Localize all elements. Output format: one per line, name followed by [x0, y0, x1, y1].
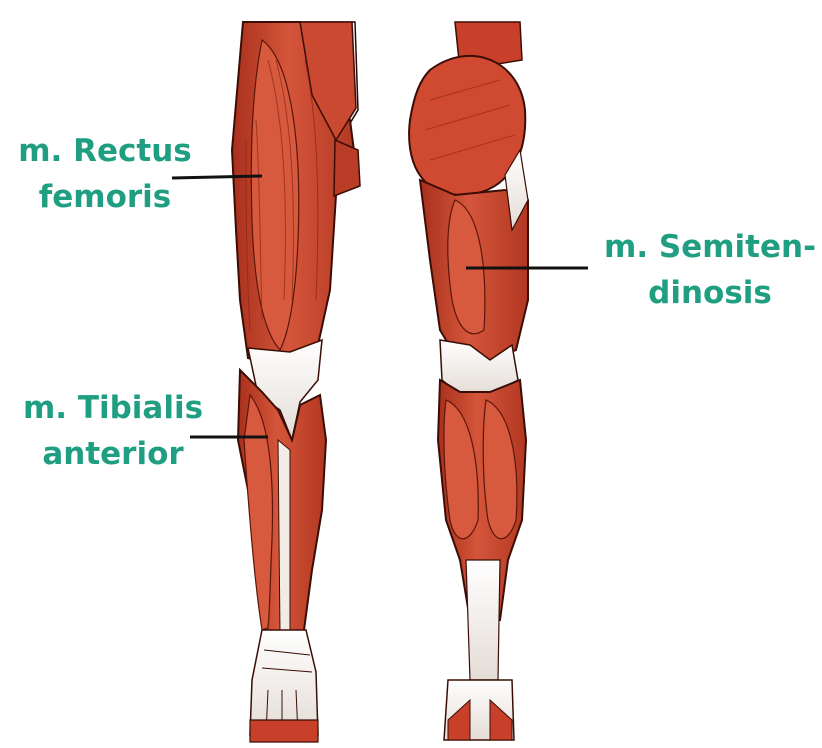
label-semitendinosis-line2: dinosis [604, 270, 816, 316]
front-sartorius [334, 140, 360, 196]
front-foot [250, 630, 318, 735]
label-rectus-femoris-line2: femoris [14, 174, 196, 220]
label-tibialis-anterior: m. Tibialis anterior [20, 385, 206, 477]
achilles-tendon [466, 560, 500, 680]
front-toes [250, 720, 318, 742]
front-leg [232, 22, 360, 742]
back-leg [409, 22, 528, 740]
label-tibialis-anterior-line1: m. Tibialis [20, 385, 206, 431]
label-semitendinosis: m. Semiten- dinosis [604, 224, 816, 316]
label-rectus-femoris: m. Rectus femoris [14, 128, 196, 220]
label-rectus-femoris-line1: m. Rectus [14, 128, 196, 174]
label-semitendinosis-line1: m. Semiten- [604, 224, 816, 270]
label-tibialis-anterior-line2: anterior [20, 431, 206, 477]
front-shin-tendon [278, 440, 290, 632]
